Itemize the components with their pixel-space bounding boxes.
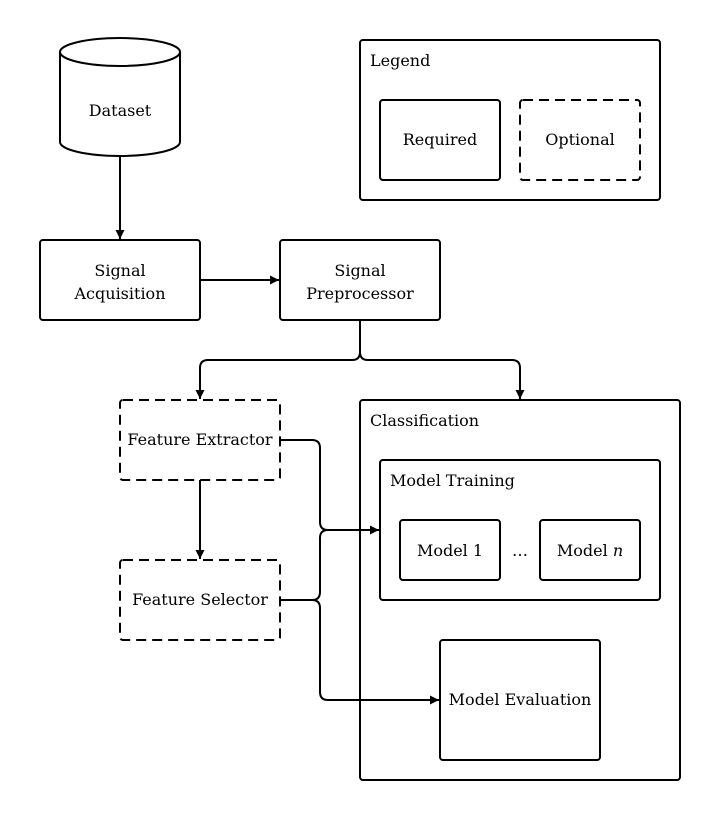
model-1-node [399,519,501,581]
signal-acquisition-node: Signal Acquisition [39,239,201,321]
feature-selector-node: Feature Selector [119,559,281,641]
signal-acquisition-label-line2: Acquisition [74,284,166,303]
model-evaluation-label: Model Evaluation [449,690,592,709]
legend-title: Legend [370,51,430,70]
edge-selector-to-training [280,529,329,601]
edge-selector-to-evaluation [311,599,439,705]
signal-preprocessor-node: Signal Preprocessor [279,239,441,321]
legend: Legend Required Optional [359,39,661,201]
edge-preprocessor-to-classification [359,351,525,399]
model-n-label-prefix: Model [557,541,613,560]
model-evaluation-node: Model Evaluation [439,639,601,761]
dataset-node: Dataset [59,37,181,157]
legend-optional-swatch [519,99,641,181]
signal-preprocessor-label-line1: Signal [334,261,385,280]
legend-required-swatch [379,99,501,181]
model-n-label-var: n [613,541,623,560]
model-training-group: Model Training Model 1 … Model n [379,459,661,601]
feature-extractor-node: Feature Extractor [119,399,281,481]
model-1-label: Model 1 [417,541,483,560]
models-ellipsis: … [512,541,528,560]
model-training-title: Model Training [390,471,515,490]
model-n-label: Model n [557,541,623,560]
model-n-node [539,519,641,581]
signal-acquisition-label-line1: Signal [94,261,145,280]
feature-selector-label: Feature Selector [132,590,268,609]
classification-title: Classification [370,411,479,430]
edges [115,156,525,705]
legend-required-label: Required [403,130,478,149]
classification-group: Classification Model Training Model 1 … … [359,399,681,781]
edge-preprocessor-to-extractor [195,320,361,399]
legend-optional-label: Optional [545,130,615,149]
dataset-label: Dataset [89,101,152,120]
signal-preprocessor-label-line2: Preprocessor [306,284,414,303]
feature-extractor-label: Feature Extractor [127,430,273,449]
